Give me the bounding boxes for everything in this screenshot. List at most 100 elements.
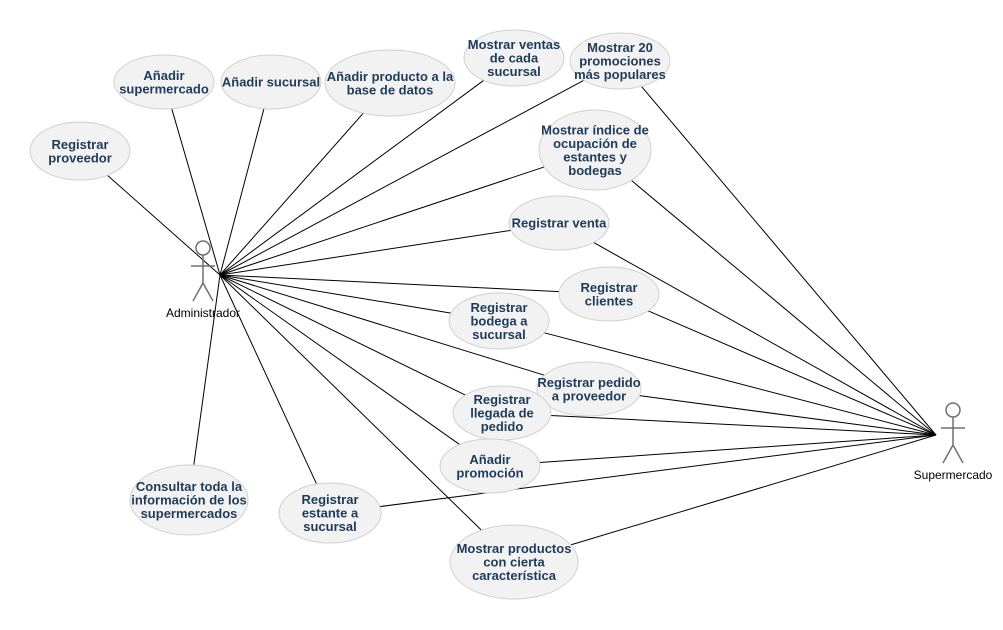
use-case-uc8[interactable]: Registrar venta xyxy=(508,195,610,251)
association-admin-uc7 xyxy=(219,166,545,276)
use-case-label: Mostrar 20 xyxy=(587,40,653,55)
actor-super[interactable]: Supermercado xyxy=(914,402,993,482)
actor-head xyxy=(195,240,211,256)
association-admin-uc10 xyxy=(219,274,452,314)
use-case-label: Consultar toda la xyxy=(136,479,243,494)
use-case-label: pedido xyxy=(481,419,524,434)
association-super-uc13 xyxy=(539,434,937,464)
use-case-ellipse xyxy=(538,109,652,191)
use-case-label: Mostrar índice de xyxy=(541,122,649,137)
use-case-ellipse xyxy=(220,54,322,110)
association-super-uc15 xyxy=(379,434,937,508)
use-case-ellipse xyxy=(448,292,550,350)
association-admin-uc15 xyxy=(219,274,318,485)
actor-right-leg xyxy=(952,444,964,464)
association-super-uc9 xyxy=(647,310,937,436)
actor-admin[interactable]: Administrador xyxy=(166,240,240,320)
use-case-label: sucursal xyxy=(487,64,540,79)
use-case-label: llegada de xyxy=(470,406,534,421)
use-case-label: información de los xyxy=(131,493,247,508)
actor-label: Supermercado xyxy=(914,468,993,482)
association-super-uc16 xyxy=(570,434,937,546)
use-case-label: supermercado xyxy=(119,81,209,96)
actor-right-leg xyxy=(202,282,214,302)
use-case-label: Registrar venta xyxy=(512,216,607,231)
use-case-label: estante a xyxy=(302,506,359,521)
association-admin-uc4 xyxy=(219,112,364,276)
association-super-uc8 xyxy=(593,242,937,436)
use-case-label: supermercados xyxy=(141,506,238,521)
use-case-label: de cada xyxy=(490,51,539,66)
use-case-label: promociones xyxy=(579,54,661,69)
use-case-label: Añadir xyxy=(143,68,184,83)
use-case-uc3[interactable]: Añadir sucursal xyxy=(220,54,322,110)
actor-left-leg xyxy=(942,444,954,464)
association-admin-uc16 xyxy=(219,274,482,531)
use-case-label: con cierta xyxy=(483,555,545,570)
use-case-label: Registrar xyxy=(470,300,527,315)
use-case-ellipse xyxy=(508,195,610,251)
use-case-label: ocupación de xyxy=(553,136,637,151)
use-case-ellipse xyxy=(324,49,456,117)
use-case-label: Mostrar productos xyxy=(457,541,572,556)
use-case-ellipse xyxy=(536,361,642,417)
use-case-ellipse xyxy=(449,524,579,600)
association-admin-uc11 xyxy=(219,274,545,376)
association-admin-uc14 xyxy=(193,274,221,466)
use-case-label: sucursal xyxy=(303,519,356,534)
actor-label: Administrador xyxy=(166,306,240,320)
association-admin-uc5 xyxy=(219,79,485,276)
use-case-label: promoción xyxy=(456,465,523,480)
use-case-label: Registrar pedido xyxy=(537,375,640,390)
association-super-uc10 xyxy=(544,332,937,436)
use-case-label: bodega a xyxy=(470,314,528,329)
use-case-label: Añadir xyxy=(469,452,510,467)
use-case-ellipse xyxy=(113,54,215,110)
use-case-label: sucursal xyxy=(472,327,525,342)
use-case-ellipse xyxy=(439,438,541,494)
use-case-label: Registrar xyxy=(301,492,358,507)
use-case-ellipse xyxy=(558,266,660,322)
actor-head xyxy=(945,402,961,418)
use-case-ellipse xyxy=(129,464,249,536)
use-case-label: a proveedor xyxy=(552,388,626,403)
use-case-label: más populares xyxy=(574,67,666,82)
association-admin-uc2 xyxy=(171,108,221,276)
association-admin-uc13 xyxy=(219,274,460,445)
association-super-uc7 xyxy=(631,180,937,436)
use-case-ellipse xyxy=(463,29,565,87)
use-case-label: clientes xyxy=(585,293,633,308)
use-case-label: característica xyxy=(472,568,557,583)
use-case-label: base de datos xyxy=(347,82,434,97)
association-lines xyxy=(107,79,937,546)
use-case-label: bodegas xyxy=(568,163,621,178)
association-admin-uc12 xyxy=(219,274,466,396)
association-admin-uc6 xyxy=(219,79,585,276)
use-case-label: Añadir producto a la xyxy=(327,69,454,84)
association-admin-uc8 xyxy=(219,229,511,276)
use-case-label: proveedor xyxy=(48,150,112,165)
use-case-ellipse xyxy=(29,121,131,181)
association-super-uc6 xyxy=(641,85,937,436)
association-admin-uc1 xyxy=(107,174,221,276)
use-case-ellipse xyxy=(569,32,671,90)
use-case-ellipse xyxy=(278,482,382,544)
